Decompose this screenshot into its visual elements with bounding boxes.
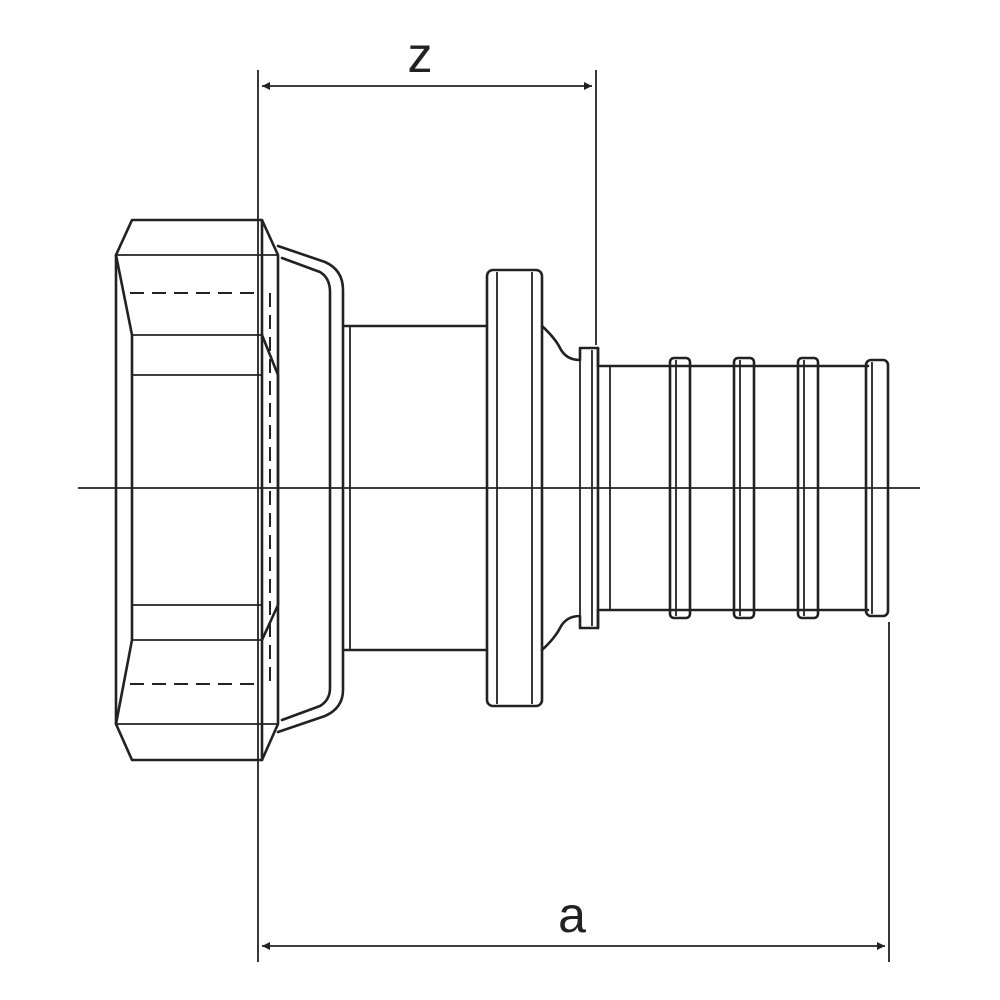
barbed-insert (596, 356, 890, 620)
fitting-flange (485, 268, 544, 708)
dimension-a: a (262, 887, 885, 950)
barb-ring-3 (796, 356, 820, 620)
barb-ring-4 (864, 358, 890, 618)
dimension-z-label: z (408, 27, 433, 83)
fitting-body (341, 324, 489, 652)
dimension-z: z (262, 27, 592, 90)
fitting-neck (540, 324, 600, 652)
barb-ring-1 (668, 356, 692, 620)
nut-collar (276, 244, 345, 734)
hex-nut (114, 218, 280, 762)
dimension-a-label: a (558, 887, 586, 943)
barb-ring-2 (732, 356, 756, 620)
